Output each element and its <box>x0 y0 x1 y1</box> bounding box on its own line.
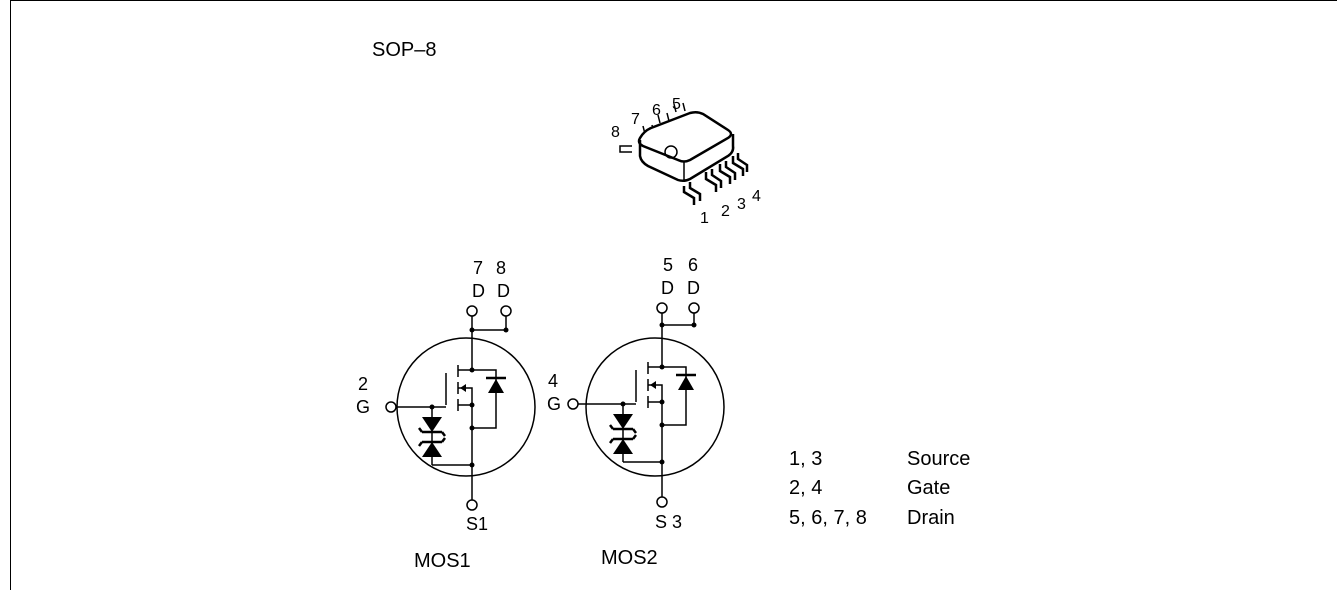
chip-pin-4: 4 <box>752 188 761 205</box>
mos2-name: MOS2 <box>601 547 658 569</box>
mos1-drain-label-2: D <box>497 281 510 301</box>
chip-pin-2: 2 <box>721 203 730 220</box>
chip-pin-3: 3 <box>737 196 746 213</box>
mos2-source-label: S 3 <box>655 512 682 532</box>
mos2-drain-label-1: D <box>661 278 674 298</box>
pin-table-function-1: Source <box>907 448 970 470</box>
mos1-gate-label: G <box>356 397 370 417</box>
mos2-drain-pin-5: 5 <box>663 255 673 275</box>
pin1-marker-icon <box>664 145 678 159</box>
chip-pin-5: 5 <box>672 96 681 113</box>
mos1-drain-pin-7: 7 <box>473 258 483 278</box>
pin-table-pins-2: 2, 4 <box>789 477 822 499</box>
mos1-schematic <box>385 305 536 511</box>
chip-pin-7: 7 <box>631 111 640 128</box>
diagram-frame <box>10 0 1337 590</box>
pin-table-pins-1: 1, 3 <box>789 448 822 470</box>
pin-table-function-3: Drain <box>907 507 955 529</box>
chip-pin-1: 1 <box>700 210 709 227</box>
mos1-name: MOS1 <box>414 550 471 572</box>
mos1-drain-pin-8: 8 <box>496 258 506 278</box>
mos1-gate-pin: 2 <box>358 374 368 394</box>
mos2-schematic <box>567 302 725 508</box>
mos2-drain-pin-6: 6 <box>688 255 698 275</box>
mos2-gate-label: G <box>547 394 561 414</box>
mos1-drain-label-1: D <box>472 281 485 301</box>
mos2-gate-pin: 4 <box>548 371 558 391</box>
chip-pin-6: 6 <box>652 102 661 119</box>
chip-pin-8: 8 <box>611 124 620 141</box>
mos2-drain-label-2: D <box>687 278 700 298</box>
sop8-chip <box>619 102 749 205</box>
pin-function-table: 1, 3 Source 2, 4 Gate 5, 6, 7, 8 Drain <box>789 448 970 529</box>
pin-table-pins-3: 5, 6, 7, 8 <box>789 507 867 529</box>
package-title: SOP–8 <box>372 39 436 61</box>
mos1-source-label: S1 <box>466 514 488 534</box>
pin-table-function-2: Gate <box>907 477 950 499</box>
